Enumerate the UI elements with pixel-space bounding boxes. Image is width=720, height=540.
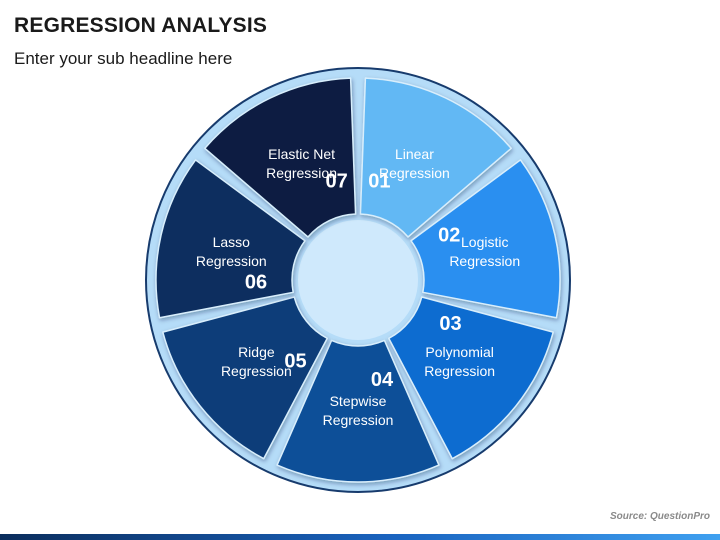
segment-number-05: 05 bbox=[284, 351, 306, 373]
segment-shape-01 bbox=[359, 77, 512, 238]
segment-shape-07 bbox=[204, 77, 357, 238]
segment-number-04: 04 bbox=[371, 369, 394, 391]
source-credit: Source: QuestionPro bbox=[609, 511, 710, 522]
page-title: REGRESSION ANALYSIS bbox=[14, 14, 268, 37]
segment-shape-04 bbox=[276, 339, 440, 483]
segment-number-03: 03 bbox=[439, 313, 461, 335]
segment-shape-05 bbox=[162, 296, 328, 460]
segment-shape-06 bbox=[155, 159, 306, 319]
bottom-accent-bar bbox=[0, 534, 720, 540]
segment-number-01: 01 bbox=[368, 170, 390, 192]
segment-shape-02 bbox=[410, 159, 561, 319]
segment-number-07: 07 bbox=[325, 170, 347, 192]
segment-number-06: 06 bbox=[245, 271, 267, 293]
segment-number-02: 02 bbox=[438, 225, 460, 247]
page-subtitle: Enter your sub headline here bbox=[14, 49, 233, 68]
segment-shape-03 bbox=[388, 296, 554, 460]
center-hub bbox=[298, 220, 418, 340]
